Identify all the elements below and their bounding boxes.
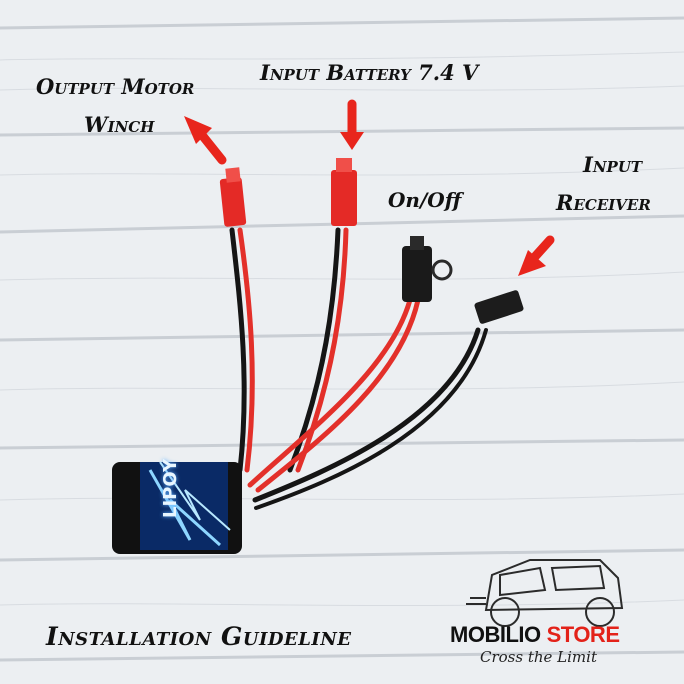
label-input-battery: Input Battery 7.4 V (260, 60, 479, 85)
label-winch: Winch (84, 112, 155, 137)
brand-name-part2: STORE (546, 622, 620, 647)
label-on-off: On/Off (388, 188, 462, 212)
module-print-text: LIPOY (160, 458, 182, 519)
arrow-to-battery (340, 99, 364, 150)
brand-tagline: Cross the Limit (480, 648, 597, 666)
battery-connector (331, 158, 357, 226)
jeep-logo-icon (466, 559, 624, 627)
arrow-group (184, 99, 555, 276)
label-installation-guideline: Installation Guideline (46, 622, 352, 651)
arrow-to-winch (184, 116, 227, 165)
on-off-switch (402, 236, 453, 302)
esc-module (112, 461, 242, 554)
label-input: Input (583, 152, 643, 177)
label-receiver: Receiver (556, 190, 651, 215)
arrow-to-receiver (518, 235, 555, 276)
receiver-plug (474, 290, 524, 324)
label-output-motor: Output Motor (36, 74, 195, 99)
winch-connector (219, 167, 247, 227)
brand-name-part1: MOBILIO (450, 622, 541, 647)
